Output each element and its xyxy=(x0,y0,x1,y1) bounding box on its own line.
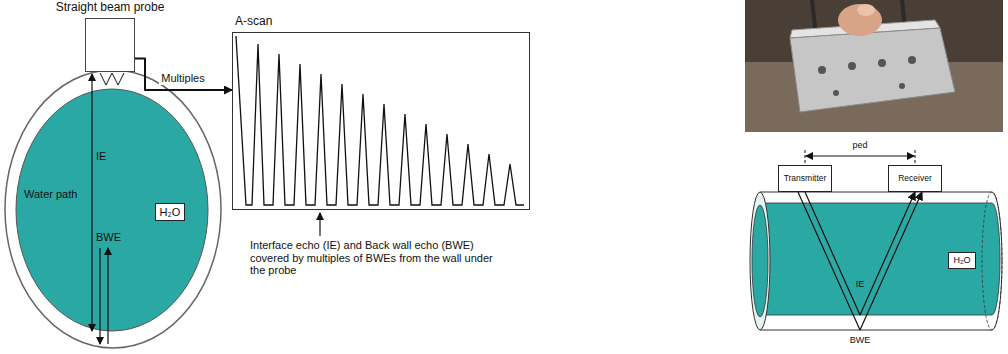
signal-path xyxy=(805,192,915,315)
water-region: Water pathH₂O xyxy=(15,88,209,332)
node-text: H₂O xyxy=(160,206,181,219)
signal-label: IE xyxy=(96,150,106,163)
caption-note: Interface echo (IE) and Back wall echo (… xyxy=(250,239,502,277)
medium-box: H₂O xyxy=(155,203,185,221)
extension-line xyxy=(915,150,916,166)
ascan-ground xyxy=(232,32,530,210)
node-heading: A-scan xyxy=(235,15,272,29)
signal-path xyxy=(135,59,232,91)
medium-box: H₂O xyxy=(948,252,976,269)
pointer-arrow xyxy=(319,213,320,236)
probe-box: Straight beam probe xyxy=(85,18,135,72)
node-heading: Water path xyxy=(24,188,77,201)
node-text: Receiver xyxy=(898,174,932,184)
node-heading: Straight beam probe xyxy=(56,1,165,15)
node-text: H₂O xyxy=(954,255,971,265)
node-text: Transmitter xyxy=(784,174,827,184)
pipe-side-view xyxy=(750,192,1002,330)
pipe-wall xyxy=(5,70,221,348)
ascan-frame: A-scan xyxy=(232,32,530,210)
signal-path xyxy=(798,192,922,330)
edge-label: Multiples xyxy=(159,72,206,85)
signal-label: BWE xyxy=(96,231,121,244)
ascan-trace xyxy=(236,36,524,205)
dimension-label: ped xyxy=(852,140,867,150)
edge-label: IE xyxy=(856,279,865,289)
multiple-reflections xyxy=(100,73,124,85)
transmitter-box: Transmitter xyxy=(778,165,832,192)
receiver-box: Receiver xyxy=(888,165,942,192)
probe-photo xyxy=(745,0,1003,132)
dimension-line xyxy=(806,156,914,157)
edge-label: BWE xyxy=(850,335,871,345)
extension-line xyxy=(805,150,806,166)
